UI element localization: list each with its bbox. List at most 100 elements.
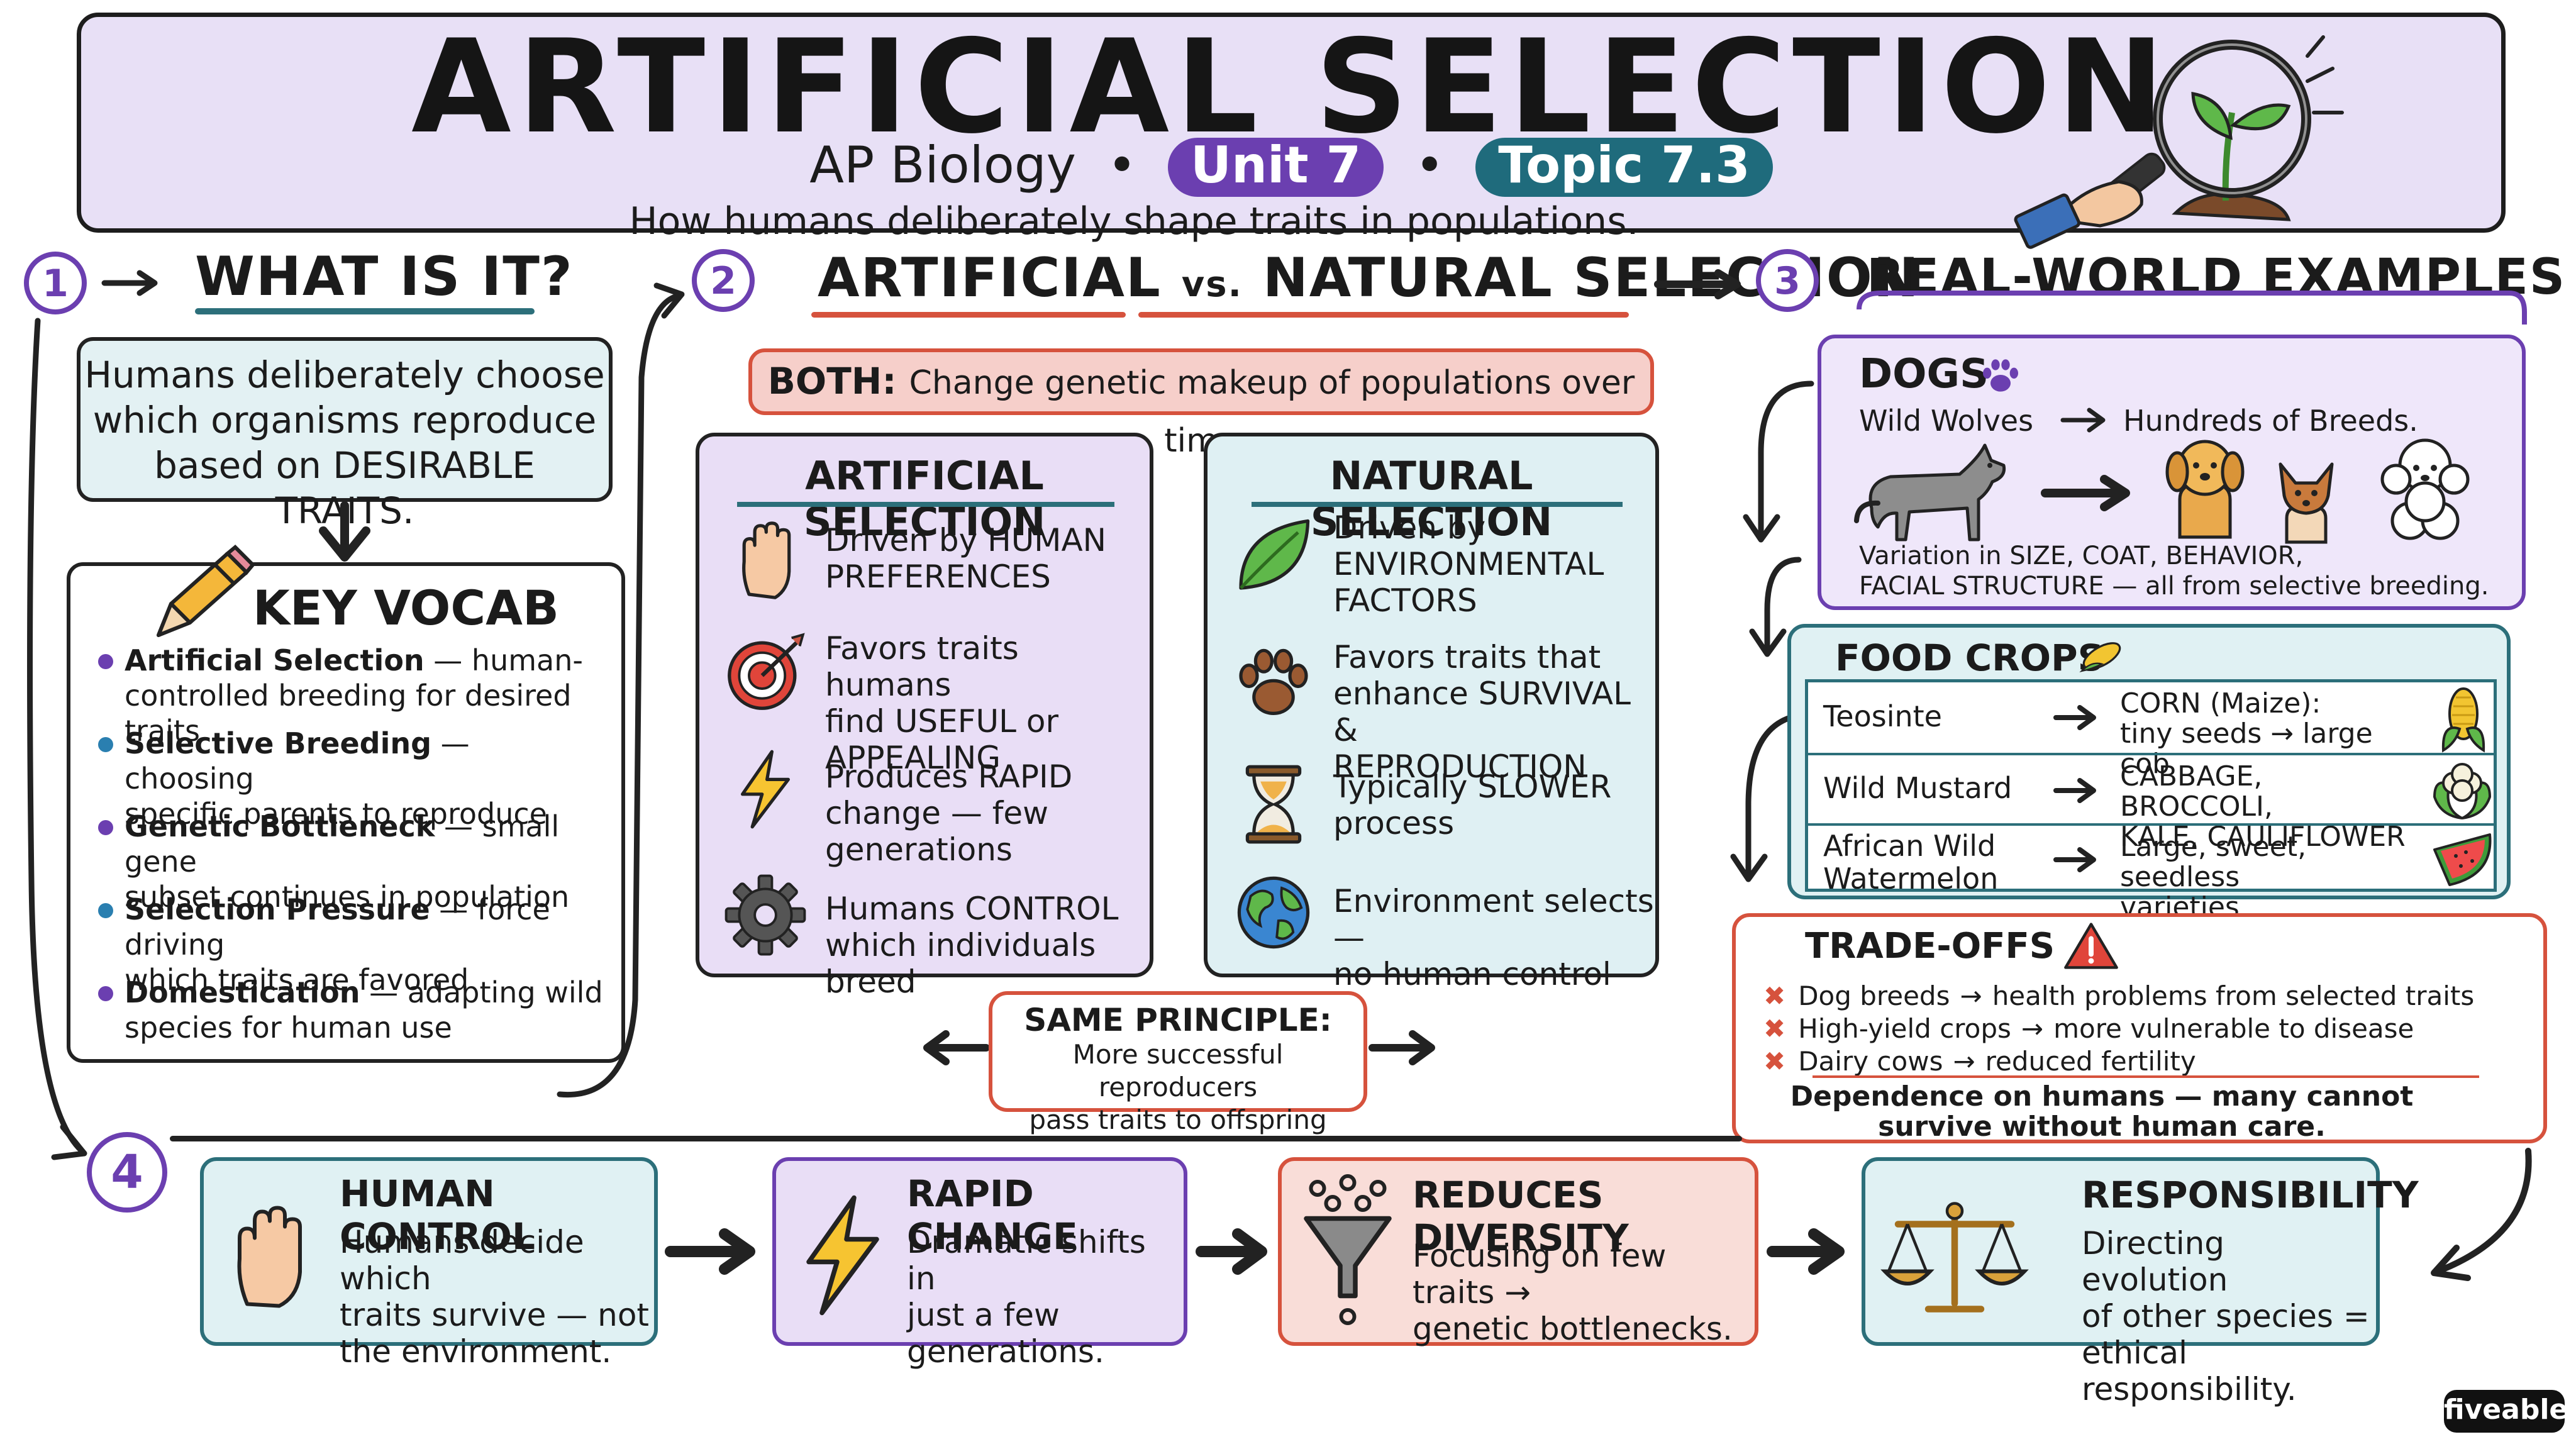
vocab-def: subset continues in population bbox=[125, 880, 570, 914]
same-principle-line: pass traits to offspring bbox=[1029, 1104, 1327, 1135]
card-title: REDUCES DIVERSITY bbox=[1413, 1174, 1629, 1259]
paw-icon bbox=[1239, 648, 1308, 715]
point-line: Humans CONTROL bbox=[825, 891, 1119, 927]
lightning-icon bbox=[806, 1195, 879, 1316]
card-line: generations. bbox=[907, 1333, 1104, 1370]
arrow-right-icon bbox=[1368, 1030, 1435, 1065]
domesticated-crop: CABBAGE, BROCCOLI, KALE, CAULIFLOWER bbox=[2120, 762, 2422, 852]
flow-arrow-1-to-2 bbox=[557, 282, 685, 1098]
vocab-item: Genetic Bottleneck — small gene subset c… bbox=[92, 809, 608, 914]
arrow-icon: → bbox=[1960, 980, 1982, 1011]
definition-line: Humans deliberately choose bbox=[84, 353, 605, 396]
dogs-title: DOGS bbox=[1859, 351, 1989, 397]
both-box: BOTH:Change genetic makeup of population… bbox=[748, 348, 1654, 460]
heading-underline bbox=[811, 312, 1126, 318]
domesticated-crop: Large, sweet, seedless varieties bbox=[2120, 832, 2422, 923]
card-line: Dramatic shifts in bbox=[907, 1224, 1146, 1297]
vocab-item: Selective Breeding — choosing specific p… bbox=[92, 726, 608, 831]
tradeoff-cause: High-yield crops bbox=[1798, 1013, 2011, 1044]
separator: • bbox=[1107, 136, 1137, 194]
card-line: traits survive — not bbox=[340, 1297, 650, 1333]
comparison-point: Favors traits humans find USEFUL or APPE… bbox=[825, 630, 1146, 776]
crop-row: Wild Mustard CABBAGE, BROCCOLI, KALE, CA… bbox=[1808, 753, 2494, 852]
wild-line: Watermelon bbox=[1823, 862, 1999, 896]
card-line: Focusing on few traits → bbox=[1413, 1238, 1667, 1311]
vocab-def: — adapting wild bbox=[360, 975, 603, 1009]
comparison-point: Driven by ENVIRONMENTAL FACTORS bbox=[1333, 509, 1654, 619]
point-line: generations bbox=[825, 831, 1013, 868]
section2-heading: ARTIFICIAL vs. NATURAL SELECTION bbox=[818, 247, 1920, 309]
unit-badge: Unit 7 bbox=[1168, 138, 1384, 197]
point-line: Typically SLOWER bbox=[1333, 769, 1612, 805]
definition-box: Humans deliberately choose which organis… bbox=[77, 337, 613, 532]
hourglass-icon bbox=[1245, 765, 1302, 844]
x-icon: ✖ bbox=[1763, 980, 1786, 1011]
tagline: How humans deliberately shape traits in … bbox=[629, 199, 1639, 243]
tradeoff-effect: more vulnerable to disease bbox=[2053, 1013, 2414, 1044]
crop-line: CABBAGE, BROCCOLI, bbox=[2120, 760, 2273, 823]
artificial-selection-card: ARTIFICIAL SELECTION Driven by HUMAN PRE… bbox=[696, 433, 1153, 1000]
heading-artificial: ARTIFICIAL bbox=[818, 247, 1162, 309]
wild-line: African Wild bbox=[1823, 829, 1996, 863]
vocab-def: controlled breeding for desired traits bbox=[125, 679, 572, 748]
point-line: PREFERENCES bbox=[825, 558, 1051, 595]
tradeoff-item: ✖Dairy cows→reduced fertility bbox=[1763, 1045, 2531, 1078]
card-text: Focusing on few traits → genetic bottlen… bbox=[1413, 1238, 1755, 1347]
watermelon-icon bbox=[2433, 833, 2492, 886]
vocab-term: Selective Breeding bbox=[125, 726, 432, 760]
raised-hand-icon bbox=[742, 521, 791, 599]
arrow-right-icon bbox=[2041, 475, 2130, 511]
connector-line bbox=[170, 1136, 1742, 1141]
food-crops-card: FOOD CROPS Teosinte CORN (Maize): tiny s… bbox=[1787, 624, 2511, 923]
footer-line: Dependence on humans — many cannot bbox=[1790, 1080, 2414, 1113]
point-line: Driven by bbox=[1333, 509, 1486, 546]
card-title: RAPID CHANGE bbox=[907, 1172, 1078, 1258]
point-line: find USEFUL or bbox=[825, 703, 1058, 740]
crop-line: CORN (Maize): bbox=[2120, 687, 2321, 719]
footer-line: survive without human care. bbox=[1878, 1111, 2326, 1143]
funnel-icon bbox=[1304, 1174, 1392, 1325]
arrow-right-icon bbox=[1654, 269, 1741, 299]
divider bbox=[1813, 1075, 2479, 1078]
paw-icon bbox=[1983, 359, 2018, 392]
page-title: ARTIFICIAL SELECTION bbox=[411, 13, 2171, 162]
leaf-icon bbox=[1239, 519, 1310, 590]
wild-ancestor: Teosinte bbox=[1823, 699, 1942, 733]
title-underline bbox=[737, 502, 1114, 507]
x-icon: ✖ bbox=[1763, 1046, 1786, 1077]
cauliflower-icon bbox=[2433, 763, 2492, 819]
course-name: AP Biology bbox=[809, 136, 1076, 194]
arrow-down-icon bbox=[319, 501, 370, 562]
arrow-right-icon bbox=[2053, 705, 2096, 730]
poodle-icon bbox=[2380, 438, 2470, 540]
x-icon: ✖ bbox=[1763, 1013, 1786, 1044]
bullet-dot bbox=[98, 986, 113, 1001]
rapid-change-card: RAPID CHANGE Dramatic shifts in just a f… bbox=[772, 1157, 1187, 1370]
comparison-point: Driven by HUMAN PREFERENCES bbox=[825, 522, 1146, 595]
vocab-item: Domestication — adapting wild species fo… bbox=[92, 975, 608, 1045]
tradeoff-footer: Dependence on humans — many cannot survi… bbox=[1736, 1082, 2543, 1142]
magnifier-sprout-icon bbox=[2014, 35, 2344, 249]
crop-line: tiny seeds → large cob bbox=[2120, 718, 2373, 780]
raised-hand-icon bbox=[237, 1206, 302, 1308]
vocab-term: Artificial Selection bbox=[125, 643, 425, 677]
wild-ancestor: Wild Mustard bbox=[1823, 771, 2012, 805]
arrow-left-icon bbox=[923, 1030, 990, 1065]
card-title: RESPONSIBILITY bbox=[2082, 1174, 2419, 1216]
flow-arrows-section3 bbox=[1730, 380, 1814, 882]
crop-row: Teosinte CORN (Maize): tiny seeds → larg… bbox=[1808, 682, 2494, 779]
dogs-example-card: DOGS Wild Wolves Hundreds of Breeds. Var bbox=[1818, 335, 2526, 610]
golden-puppy-icon bbox=[2165, 440, 2245, 539]
vocab-def: species for human use bbox=[125, 1011, 452, 1045]
dogs-from: Wild Wolves bbox=[1859, 404, 2034, 438]
vocab-def: — human- bbox=[424, 643, 583, 677]
trade-offs-card: TRADE-OFFS ✖Dog breeds→health problems f… bbox=[1732, 913, 2547, 1143]
vocab-term: Selection Pressure bbox=[125, 892, 430, 926]
arrow-right-icon bbox=[665, 1228, 755, 1275]
topic-badge: Topic 7.3 bbox=[1475, 138, 1773, 197]
card-text: Directing evolution of other species = e… bbox=[2082, 1225, 2376, 1407]
card-line: of other species = bbox=[2082, 1298, 2370, 1335]
arrow-right-icon bbox=[2060, 408, 2106, 433]
note-line: Variation in SIZE, COAT, BEHAVIOR, bbox=[1859, 541, 2304, 570]
scales-icon bbox=[1880, 1202, 2029, 1313]
